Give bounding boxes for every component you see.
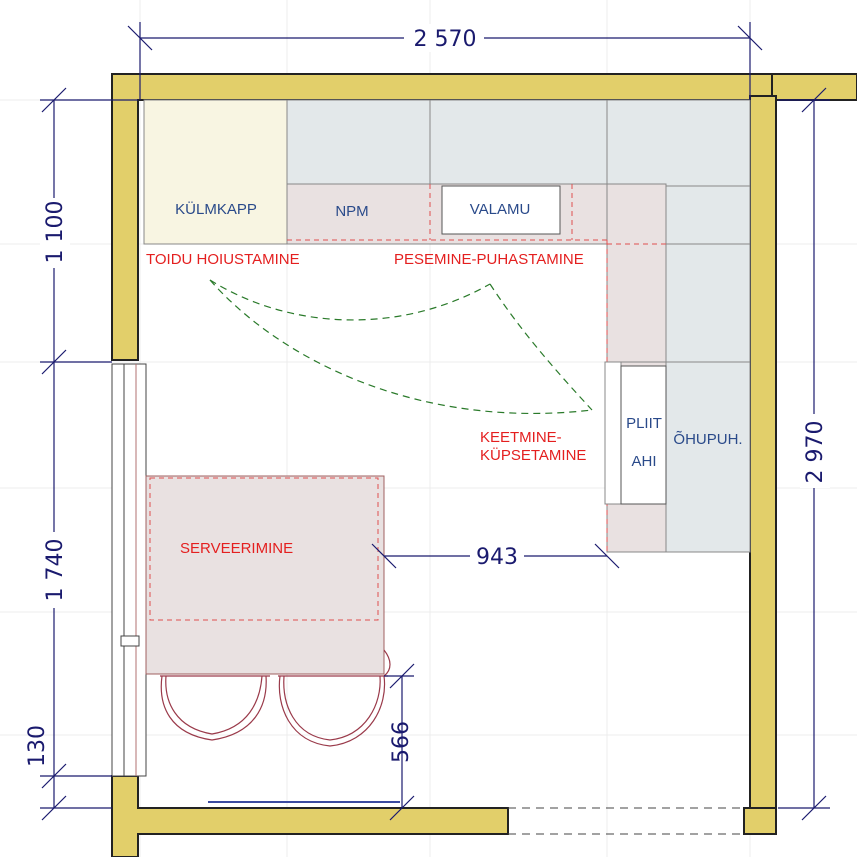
dim-top-width: 2 570 bbox=[414, 27, 477, 52]
island bbox=[145, 475, 385, 675]
hob bbox=[620, 365, 667, 505]
dimension-lines bbox=[40, 22, 830, 821]
label-dishwasher: NPM bbox=[335, 203, 368, 220]
sink bbox=[441, 185, 561, 235]
label-hood: ÕHUPUH. bbox=[673, 431, 742, 448]
label-oven: AHI bbox=[631, 453, 656, 470]
zone-washing: PESEMINE-PUHASTAMINE bbox=[394, 251, 584, 268]
wall-top-right-stub bbox=[771, 73, 857, 101]
wall-bottom-right-stub bbox=[743, 807, 777, 835]
dim-chair-gap: 566 bbox=[389, 721, 414, 763]
fridge bbox=[143, 99, 288, 245]
label-fridge: KÜLMKAPP bbox=[175, 200, 257, 218]
label-sink: VALAMU bbox=[470, 201, 531, 218]
zone-serving: SERVEERIMINE bbox=[180, 540, 293, 557]
dim-island-gap: 943 bbox=[476, 545, 518, 570]
chair-right bbox=[278, 675, 388, 747]
work-triangle bbox=[209, 279, 593, 414]
chairs bbox=[160, 649, 391, 747]
wall-right bbox=[749, 95, 777, 833]
dim-right-height: 2 970 bbox=[803, 421, 828, 484]
dim-left-middle: 1 740 bbox=[43, 539, 68, 602]
dim-left-lower: 130 bbox=[25, 725, 50, 767]
upper-cabinets bbox=[286, 99, 751, 553]
bottom-opening bbox=[208, 801, 744, 835]
zone-cooking-line2: KÜPSETAMINE bbox=[480, 446, 586, 464]
zone-cooking-line1: KEETMINE- bbox=[480, 429, 562, 446]
zone-storage: TOIDU HOIUSTAMINE bbox=[146, 251, 300, 268]
wall-bottom-left bbox=[111, 775, 509, 857]
label-hob: PLIIT bbox=[626, 415, 662, 432]
walls bbox=[111, 73, 857, 857]
dim-left-upper: 1 100 bbox=[43, 201, 68, 264]
left-window bbox=[111, 363, 147, 777]
chair-left bbox=[160, 675, 270, 741]
